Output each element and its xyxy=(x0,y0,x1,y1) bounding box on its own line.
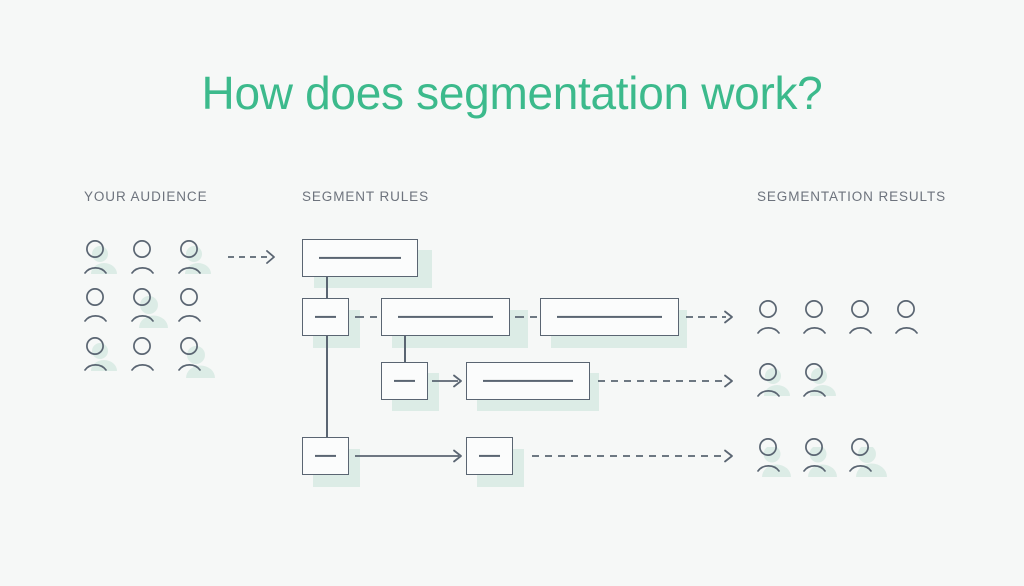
person-glyph-icon xyxy=(849,438,881,472)
person-glyph-icon xyxy=(84,240,116,274)
arrow-r2-a-to-b xyxy=(355,309,383,325)
result-person-icon xyxy=(803,300,835,334)
person-shadow-icon xyxy=(139,296,168,328)
rule-box-root[interactable] xyxy=(302,239,418,277)
arrow-r4-a-to-b xyxy=(355,448,467,464)
person-glyph-icon xyxy=(803,438,835,472)
result-person-icon xyxy=(803,438,837,477)
person-glyph-icon xyxy=(895,300,927,334)
person-glyph-icon xyxy=(178,337,210,371)
audience-person-icon xyxy=(131,288,168,328)
person-shadow-icon xyxy=(91,343,117,371)
person-glyph-icon xyxy=(803,300,835,334)
rule-box-bar-icon xyxy=(315,454,336,458)
rule-box-bar-icon xyxy=(557,315,662,319)
person-glyph-icon xyxy=(757,300,789,334)
person-glyph-icon xyxy=(178,288,210,322)
result-person-icon xyxy=(757,438,791,477)
rule-box-r3-b[interactable] xyxy=(466,362,590,400)
audience-person-icon xyxy=(131,240,163,274)
rule-box-r2-c[interactable] xyxy=(540,298,679,336)
person-shadow-icon xyxy=(91,246,117,274)
audience-person-icon xyxy=(84,288,116,322)
result-person-icon xyxy=(803,363,836,397)
rule-box-bar-icon xyxy=(483,379,573,383)
connector-trunk-vertical-lower xyxy=(326,330,328,440)
arrow-r3-a-to-b xyxy=(432,373,466,389)
column-header-your-audience: YOUR AUDIENCE xyxy=(84,189,208,204)
audience-person-icon xyxy=(178,240,211,274)
column-header-segment-rules: SEGMENT RULES xyxy=(302,189,429,204)
rule-box-r2-b[interactable] xyxy=(381,298,510,336)
result-person-icon xyxy=(849,300,881,334)
audience-person-icon xyxy=(84,337,117,371)
audience-person-icon xyxy=(178,337,215,378)
arrow-audience-to-rules xyxy=(228,248,278,266)
person-glyph-icon xyxy=(84,337,116,371)
rule-box-bar-icon xyxy=(315,315,336,319)
audience-person-icon xyxy=(84,240,117,274)
result-person-icon xyxy=(849,438,887,477)
rule-box-r4-b[interactable] xyxy=(466,437,513,475)
person-glyph-icon xyxy=(757,363,789,397)
audience-person-icon xyxy=(178,288,210,322)
result-person-icon xyxy=(757,300,789,334)
arrow-r3-to-results xyxy=(598,373,738,389)
person-glyph-icon xyxy=(84,288,116,322)
person-glyph-icon xyxy=(178,240,210,274)
arrow-r2-b-to-c xyxy=(515,309,543,325)
person-glyph-icon xyxy=(849,300,881,334)
result-person-icon xyxy=(895,300,927,334)
person-glyph-icon xyxy=(131,288,163,322)
arrow-r4-to-results xyxy=(532,448,738,464)
person-shadow-icon xyxy=(185,246,211,274)
rule-box-r4-a[interactable] xyxy=(302,437,349,475)
person-glyph-icon xyxy=(131,337,163,371)
column-header-segmentation-results: SEGMENTATION RESULTS xyxy=(757,189,947,204)
rule-box-bar-icon xyxy=(394,379,415,383)
person-glyph-icon xyxy=(131,240,163,274)
rule-box-bar-icon xyxy=(319,256,401,260)
connector-branch-r2-to-r3 xyxy=(404,333,406,363)
rule-box-bar-icon xyxy=(398,315,493,319)
result-person-icon xyxy=(757,363,790,397)
person-glyph-icon xyxy=(803,363,835,397)
rule-box-bar-icon xyxy=(479,454,500,458)
person-shadow-icon xyxy=(186,346,215,378)
page-title: How does segmentation work? xyxy=(201,67,823,119)
arrow-r2-to-results xyxy=(686,309,738,325)
audience-person-icon xyxy=(131,337,163,371)
rule-box-r2-a[interactable] xyxy=(302,298,349,336)
rule-box-r3-a[interactable] xyxy=(381,362,428,400)
person-glyph-icon xyxy=(757,438,789,472)
